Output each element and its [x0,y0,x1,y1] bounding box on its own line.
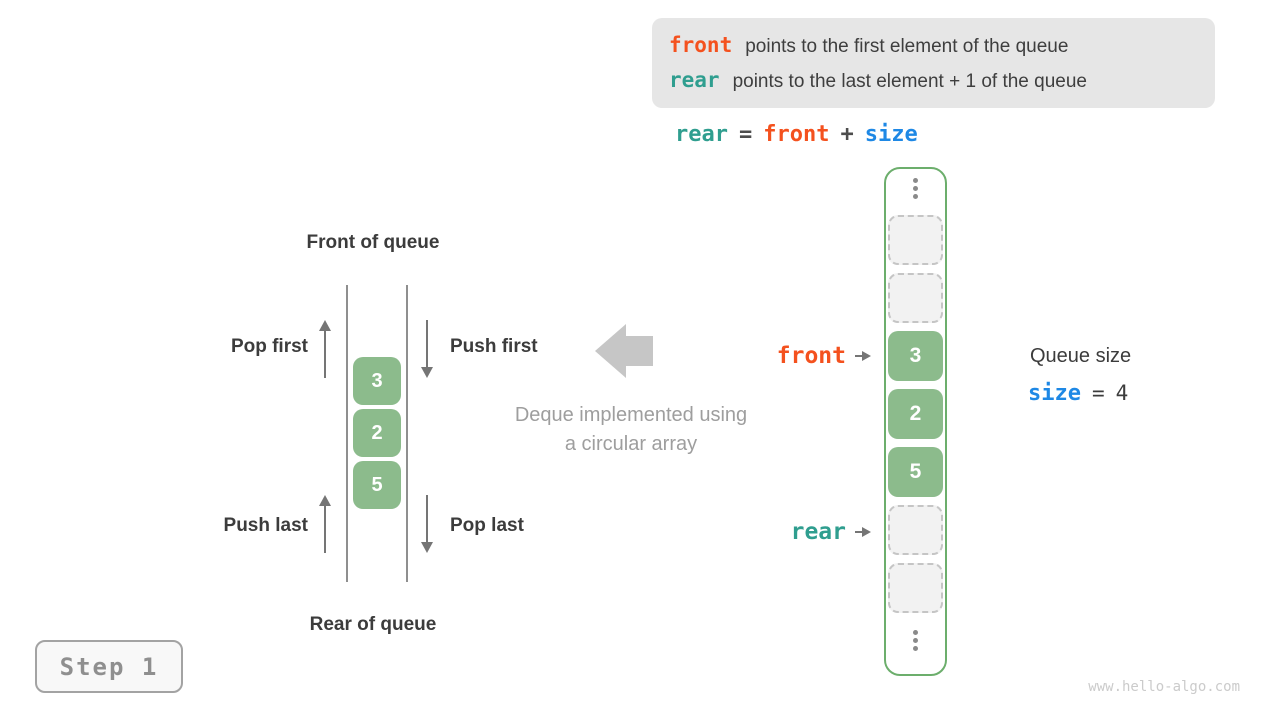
array-cell-filled: 2 [888,389,943,439]
rear-keyword: rear [669,68,720,92]
size-keyword: size [1028,381,1081,406]
front-keyword: front [669,33,733,57]
caption-line-1: Deque implemented using [514,404,748,426]
pop-last-label: Pop last [450,515,524,536]
front-of-queue-label: Front of queue [306,232,440,253]
deque-element: 2 [353,409,401,457]
equation-equals: = [738,122,753,147]
array-cell-empty [888,273,943,323]
front-pointer-label: front [776,343,846,369]
size-value: 4 [1115,381,1129,405]
array-cell-empty [888,563,943,613]
array-cell-empty [888,505,943,555]
caption-line-2: a circular array [564,433,698,455]
pop-first-up-arrow-icon [319,320,331,378]
queue-size-equation: size = 4 [1028,381,1128,406]
ellipsis-bottom-icon [884,630,947,651]
push-last-label: Push last [223,515,308,536]
array-cell-filled: 3 [888,331,943,381]
rear-definition-line: rear points to the last element + 1 of t… [669,68,1215,93]
rear-pointer-label: rear [790,519,846,545]
ellipsis-top-icon [884,178,947,199]
push-first-label: Push first [450,336,538,357]
implementation-caption: Deque implemented using a circular array [470,401,792,459]
equation-rear: rear [675,122,728,147]
equation-plus: + [840,122,854,147]
queue-size-title: Queue size [1030,345,1132,367]
rear-pointer-row: rear [690,518,872,546]
deque-element: 3 [353,357,401,405]
front-definition-text: points to the first element of the queue [745,36,1069,57]
equation-front: front [763,122,830,147]
front-definition-line: front points to the first element of the… [669,33,1215,58]
pointer-definitions-box: front points to the first element of the… [652,18,1215,108]
rear-definition-text: points to the last element + 1 of the qu… [732,71,1087,92]
pop-first-label: Pop first [230,336,308,357]
rear-pointer-arrow-icon [855,527,871,537]
step-badge: Step 1 [35,640,183,693]
pop-last-down-arrow-icon [421,495,433,553]
equation-size: size [864,122,918,147]
rear-equation: rear = front + size [675,122,918,147]
front-pointer-row: front [690,342,872,370]
front-pointer-arrow-icon [855,351,871,361]
push-first-down-arrow-icon [421,320,433,378]
size-equals: = [1091,381,1105,405]
deque-element: 5 [353,461,401,509]
channel-left-line [346,285,348,582]
push-last-up-arrow-icon [319,495,331,553]
channel-right-line [406,285,408,582]
left-block-arrow-icon [595,324,653,378]
rear-of-queue-label: Rear of queue [309,614,437,635]
array-cell-empty [888,215,943,265]
watermark: www.hello-algo.com [1088,679,1240,695]
array-cell-filled: 5 [888,447,943,497]
